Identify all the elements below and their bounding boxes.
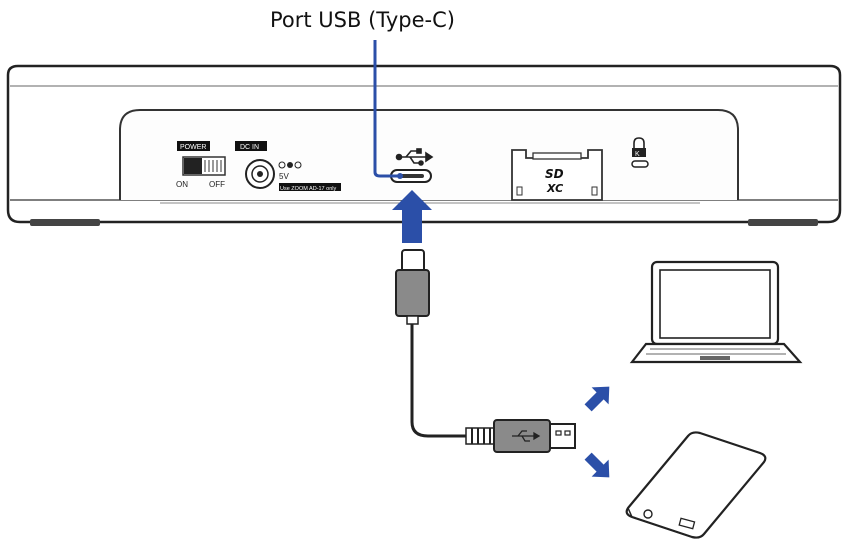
dc-in-label: DC IN: [240, 144, 259, 151]
callout-leader-line: [373, 40, 398, 178]
power-label: POWER: [180, 144, 206, 151]
usb-a-usb-icon: [512, 430, 541, 442]
sd-card-slot[interactable]: SD XC: [511, 149, 603, 201]
dc-in-jack[interactable]: DC IN 5V Use ZOOM AD-17 only: [235, 141, 341, 192]
sd-logo-bottom: XC: [546, 182, 563, 195]
usb-a-plug-tip: [549, 423, 576, 449]
svg-text:K: K: [635, 151, 640, 158]
power-on-label: ON: [176, 180, 188, 189]
arrow-down-right-icon: [584, 452, 610, 478]
power-switch[interactable]: POWER ON OFF: [176, 141, 226, 189]
usb-c-cable[interactable]: [395, 249, 576, 453]
power-bank-icon: [625, 431, 767, 539]
left-foot: [30, 219, 100, 226]
adapter-label: Use ZOOM AD-17 only: [280, 186, 336, 192]
usb-c-plug-tip: [401, 249, 425, 273]
arrow-up-right-icon: [584, 386, 610, 412]
polarity-icon: [278, 161, 286, 169]
arrow-up-icon: [392, 190, 432, 243]
right-foot: [748, 219, 818, 226]
callout-label: Port USB (Type-C): [270, 8, 455, 32]
power-off-label: OFF: [209, 180, 225, 189]
usb-symbol-icon: [395, 148, 434, 166]
usb-c-plug-housing: [395, 269, 430, 317]
voltage-label: 5V: [279, 172, 289, 181]
laptop-icon: [629, 260, 803, 364]
sd-logo-top: SD: [545, 167, 564, 181]
sdxc-logo: SD XC: [545, 167, 564, 195]
kensington-lock-icon: K: [632, 137, 646, 158]
kensington-slot[interactable]: [631, 160, 649, 168]
